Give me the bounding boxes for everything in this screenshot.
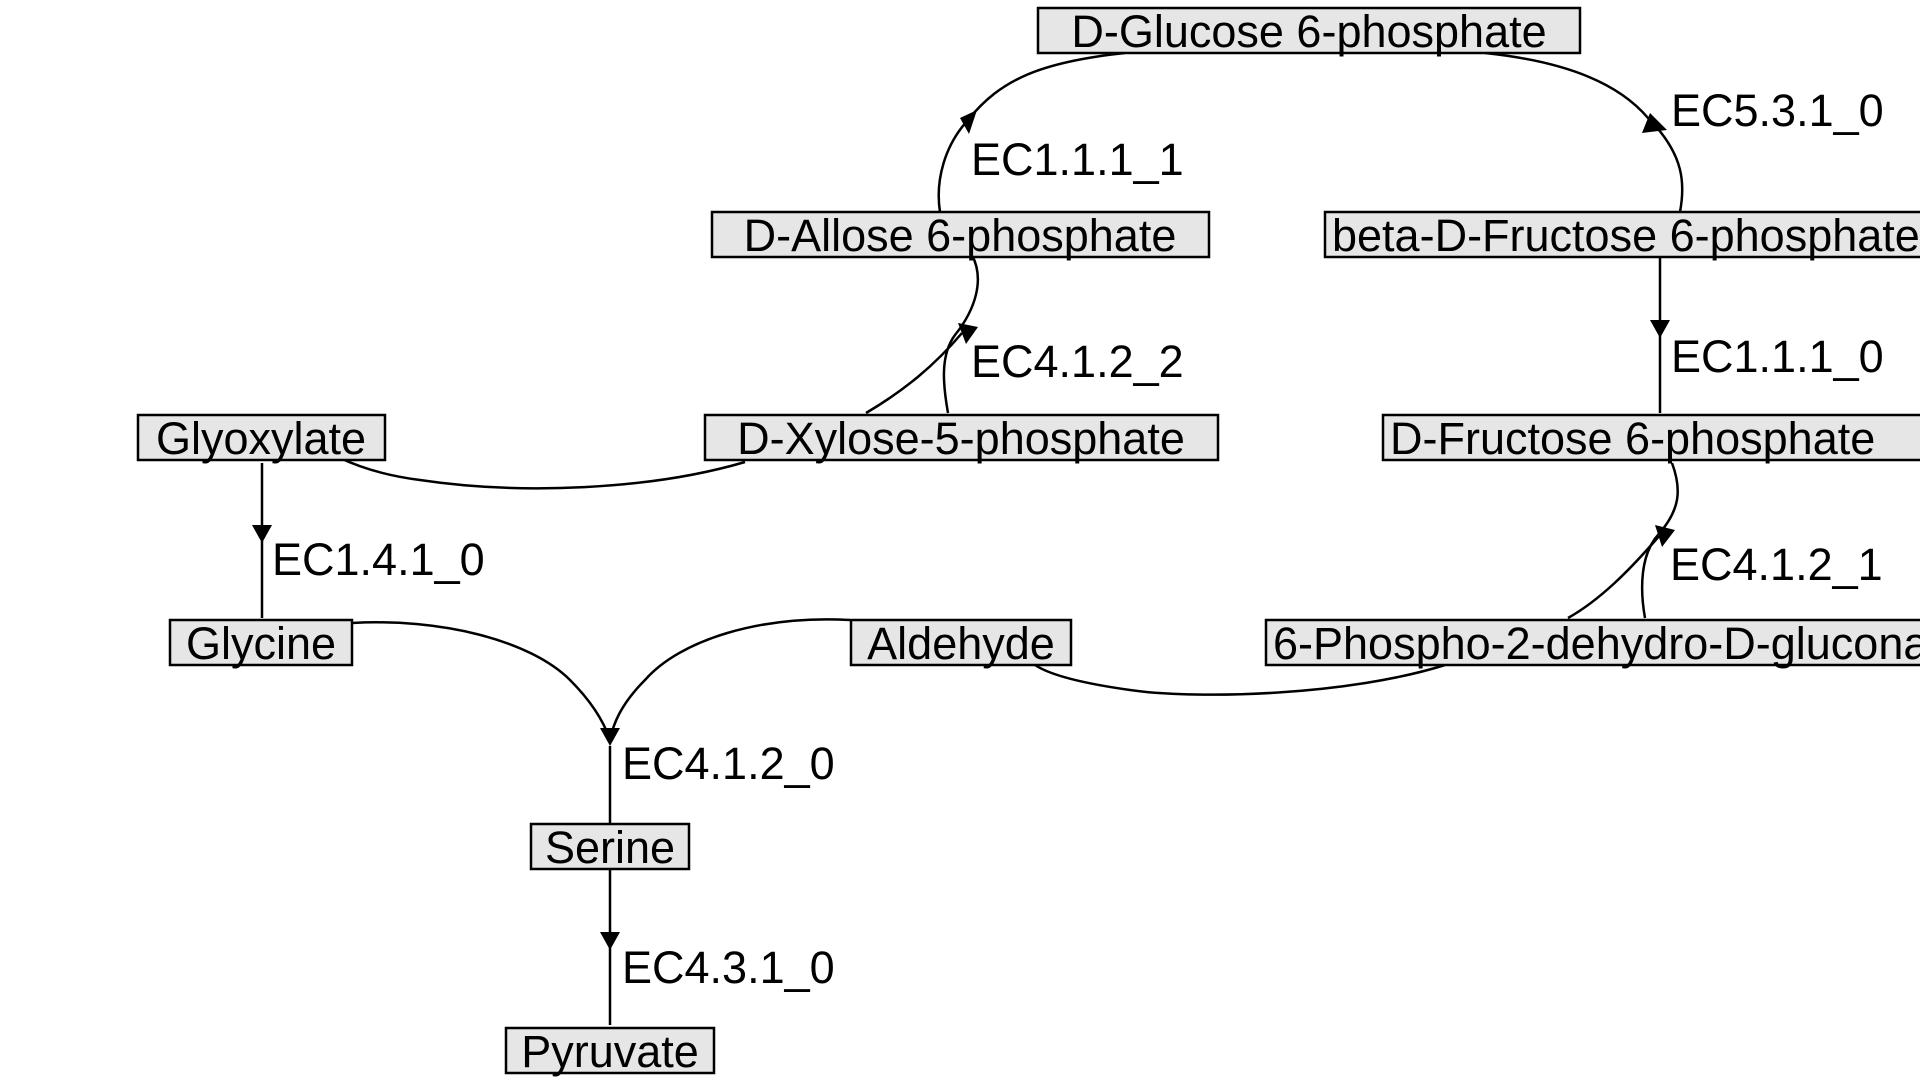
node-box (1381, 413, 1920, 462)
node-aldehyde[interactable]: Aldehyde (849, 618, 1073, 669)
node-label: D-Xylose-5-phosphate (737, 413, 1185, 464)
edge-ec4121-to-phospho-left (1567, 534, 1661, 620)
node-allose[interactable]: D-Allose 6-phosphate (710, 210, 1211, 261)
arrow-ec4121 (1655, 525, 1675, 547)
arrow-ec1110 (1650, 320, 1670, 338)
node-serine[interactable]: Serine (529, 822, 691, 873)
node-label: 6-Phospho-2-dehydro-D-gluconate (1273, 618, 1920, 669)
node-glyoxylate[interactable]: Glyoxylate (136, 413, 387, 464)
edge-label-ec4310: EC4.3.1_0 (622, 942, 835, 993)
edge-label-ec5310: EC5.3.1_0 (1671, 85, 1884, 136)
arrow-ec4310 (600, 932, 620, 950)
edge-allose-to-xylose (942, 254, 980, 414)
edges (252, 51, 1684, 1025)
edge-g6p-to-allose (937, 51, 1126, 213)
node-label: Pyruvate (521, 1026, 699, 1077)
edge-glycine-to-serine (351, 621, 612, 741)
node-fruc[interactable]: D-Fructose 6-phosphate (1381, 413, 1920, 464)
node-label: Aldehyde (867, 618, 1055, 669)
edge-label-ec1111: EC1.1.1_1 (971, 134, 1184, 185)
edge-label-ec4121: EC4.1.2_1 (1670, 539, 1883, 590)
node-box (1323, 210, 1920, 259)
edge-label-ec4120: EC4.1.2_0 (622, 738, 835, 789)
arrow-ec4122 (958, 323, 978, 344)
node-box (849, 618, 1073, 667)
node-box (1264, 618, 1920, 667)
arrow-ec5310 (1642, 113, 1667, 133)
node-box (168, 618, 354, 667)
node-label: Serine (545, 822, 675, 873)
node-label: D-Fructose 6-phosphate (1390, 413, 1875, 464)
arrow-ec1111 (960, 110, 977, 134)
node-phospho[interactable]: 6-Phospho-2-dehydro-D-gluconate (1264, 618, 1920, 669)
edge-g6p-to-bfruc (1484, 51, 1684, 213)
node-label: beta-D-Fructose 6-phosphate (1332, 210, 1920, 261)
edge-label-ec1410: EC1.4.1_0 (272, 534, 485, 585)
edge-xylose-to-glyoxylate (339, 456, 746, 490)
node-bfruc[interactable]: beta-D-Fructose 6-phosphate (1323, 210, 1920, 261)
edge-labels: EC1.1.1_1 EC5.3.1_0 EC4.1.2_2 EC1.1.1_0 … (272, 85, 1884, 993)
node-label: D-Allose 6-phosphate (744, 210, 1177, 261)
node-label: Glyoxylate (156, 413, 366, 464)
edge-label-ec4122: EC4.1.2_2 (971, 336, 1184, 387)
node-box (710, 210, 1211, 259)
arrow-ec1410 (252, 525, 272, 543)
node-label: D-Glucose 6-phosphate (1071, 6, 1546, 57)
node-box (136, 413, 387, 462)
node-box (703, 413, 1220, 462)
edge-ec4122-to-xylose-left (865, 332, 963, 415)
node-box (504, 1026, 716, 1075)
nodes: D-Glucose 6-phosphate D-Allose 6-phospha… (136, 6, 1920, 1077)
edge-fruc-to-phospho (1640, 462, 1679, 619)
node-g6p[interactable]: D-Glucose 6-phosphate (1036, 6, 1582, 57)
node-glycine[interactable]: Glycine (168, 618, 354, 669)
node-label: Glycine (186, 618, 336, 669)
node-xylose[interactable]: D-Xylose-5-phosphate (703, 413, 1220, 464)
edge-phospho-to-aldehyde (1034, 663, 1446, 696)
node-box (529, 822, 691, 871)
edge-label-ec1110: EC1.1.1_0 (1671, 331, 1884, 382)
node-pyruvate[interactable]: Pyruvate (504, 1026, 716, 1077)
edge-aldehyde-to-serine (608, 618, 851, 741)
arrow-ec4120 (600, 728, 620, 746)
node-box (1036, 6, 1582, 55)
